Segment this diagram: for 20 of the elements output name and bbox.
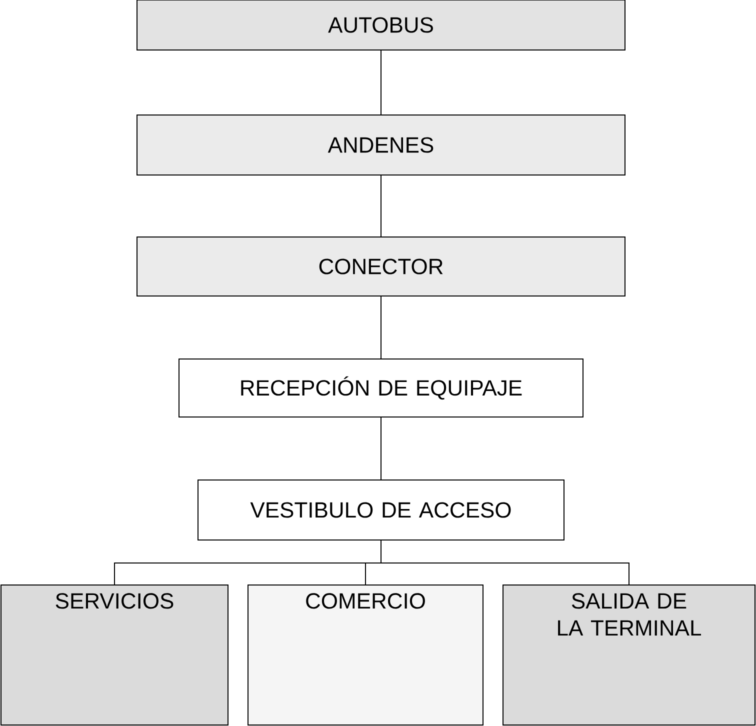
box-label: COMERCIO [306,593,425,609]
connector-line [380,175,382,237]
process-box [198,480,564,540]
connector-line [380,416,382,480]
process-box [136,0,626,50]
connector-line [380,296,382,359]
box-label: AUTOBUS [328,17,433,33]
process-box [178,358,584,418]
process-box [0,584,228,726]
process-box [136,236,626,296]
box-label: SERVICIOS [56,593,174,609]
box-label: SALIDA DE LA TERMINAL [558,593,701,636]
box-label: CONECTOR [319,258,443,274]
box-label: VESTIBULO DE ACCESO [250,502,511,518]
process-box [136,114,626,176]
connector-line [380,50,382,115]
process-box [502,584,756,726]
box-label: ANDENES [328,137,434,153]
box-label: RECEPCIÓN DE EQUIPAJE [241,376,522,400]
process-box [248,584,484,726]
